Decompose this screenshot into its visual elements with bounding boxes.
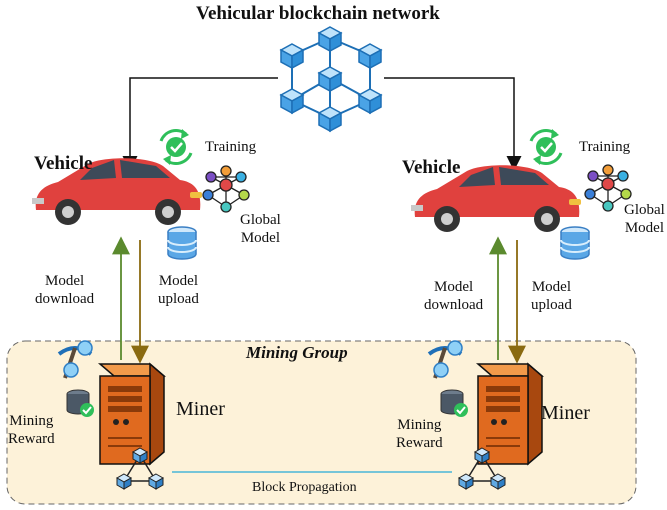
blockchain-network-icon (280, 26, 382, 132)
network-to-left-vehicle-arrow (122, 77, 278, 171)
left-training-label: Training (205, 139, 257, 155)
block-propagation-label: Block Propagation (252, 480, 357, 495)
left-database-icon (167, 226, 197, 260)
right-miner-label: Miner (541, 402, 590, 424)
left-vehicle-label: Vehicle (34, 153, 93, 174)
right-miner-server-icon (477, 363, 543, 465)
network-to-right-vehicle-arrow (384, 77, 522, 171)
left-training-icon (159, 127, 193, 167)
right-training-label: Training (579, 139, 631, 155)
network-title: Vehicular blockchain network (196, 3, 440, 24)
left-global-model-icon (202, 165, 250, 213)
left-miner-server-icon (99, 363, 165, 465)
right-vehicle-label: Vehicle (402, 157, 461, 178)
right-database-icon (560, 226, 590, 260)
mining-group-label: Mining Group (246, 343, 348, 362)
right-training-icon (529, 127, 563, 167)
left-miner-label: Miner (176, 398, 225, 420)
